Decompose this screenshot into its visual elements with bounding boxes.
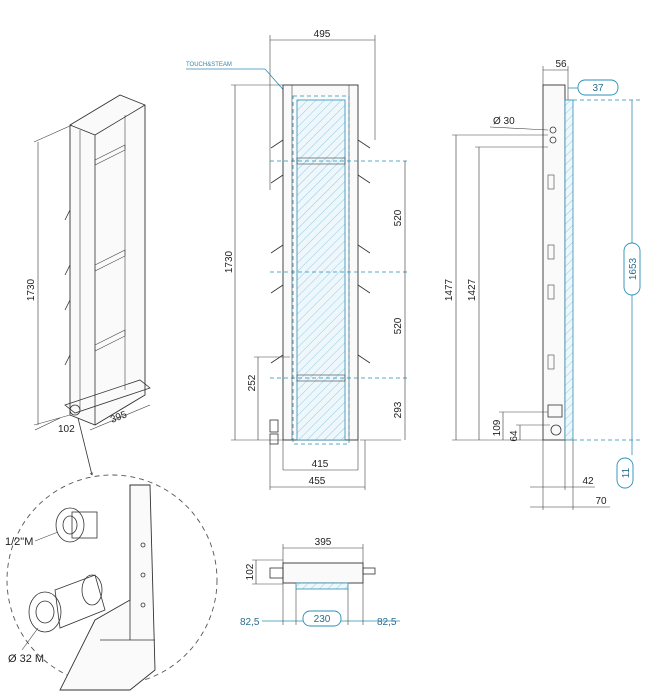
plan-depth: 102	[245, 563, 256, 580]
side-panel-pill-label: 1653	[628, 257, 639, 280]
isometric-view: 1730 102 395	[26, 94, 151, 475]
side-b2: 64	[509, 430, 520, 442]
plan-center-pill-label: 230	[314, 614, 331, 625]
plan-left-offset: 82,5	[240, 617, 260, 628]
side-top-depth: 56	[555, 59, 567, 70]
side-h2: 1427	[467, 278, 478, 301]
front-seg2: 520	[393, 317, 404, 334]
side-diameter: Ø 30	[493, 116, 515, 127]
side-frame	[542, 84, 566, 441]
side-panel	[564, 99, 574, 441]
detail-view: 1/2"M Ø 32 M	[5, 474, 218, 691]
plan-view: 395 102 82,5 230 82,5	[240, 537, 400, 628]
side-top-pill-label: 37	[592, 83, 604, 94]
front-seg1: 520	[393, 209, 404, 226]
side-b1: 109	[492, 419, 503, 436]
plan-panel	[295, 582, 349, 590]
touchsteam-label: TOUCH&STEAM	[186, 62, 232, 68]
front-inner-width: 415	[312, 459, 329, 470]
front-top-width: 495	[314, 29, 331, 40]
iso-depth-label: 102	[58, 424, 75, 435]
front-view: 495 TOUCH&STEAM 1730 252	[186, 29, 410, 490]
front-outer-width: 455	[309, 476, 326, 487]
iso-height-label: 1730	[26, 278, 37, 301]
side-bottom-pill	[616, 457, 634, 489]
side-bottom-pill-label: 11	[621, 467, 632, 478]
side-d1: 42	[582, 476, 594, 487]
side-panel-pill	[623, 242, 641, 296]
front-seg3: 293	[393, 401, 404, 418]
plan-center-pill	[302, 610, 342, 627]
side-h1: 1477	[444, 278, 455, 301]
side-top-pill	[577, 79, 619, 96]
front-panel	[296, 99, 346, 441]
plan-width: 395	[315, 537, 332, 548]
front-height: 1730	[224, 250, 235, 273]
thread-label: 1/2"M	[5, 536, 33, 548]
side-d2: 70	[595, 496, 607, 507]
plan-right-offset: 82,5	[377, 617, 397, 628]
iso-frame	[69, 94, 146, 426]
plan-body	[282, 562, 364, 584]
side-view: 56 37 Ø 30 1477 1427 1653	[444, 59, 641, 510]
pipe-label: Ø 32 M	[8, 653, 44, 665]
front-side-label: 252	[247, 374, 258, 391]
